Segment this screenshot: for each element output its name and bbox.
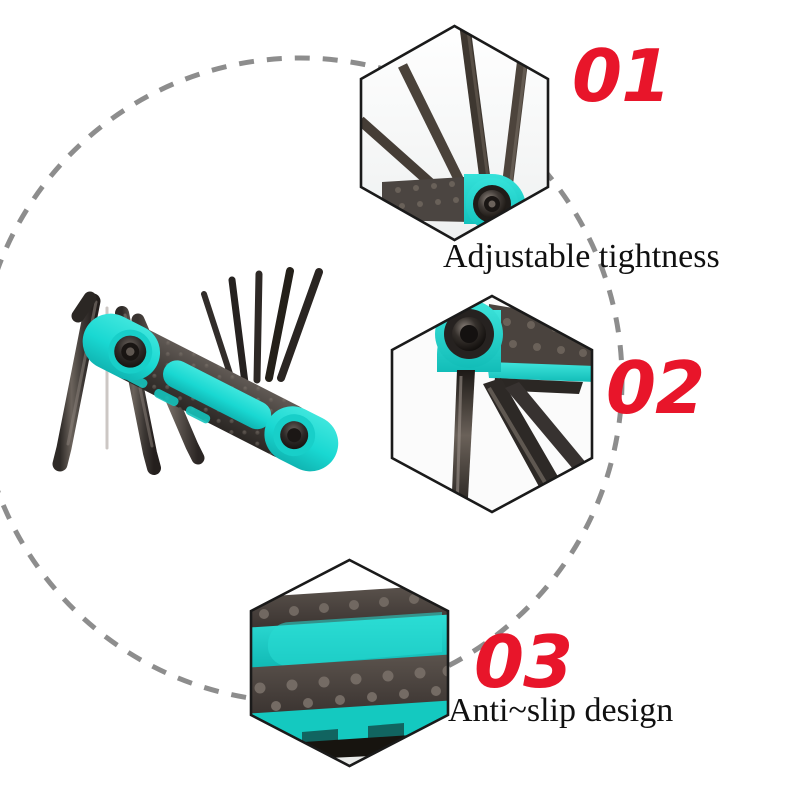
feature-hexagon-01 <box>352 22 557 244</box>
feature-number-01: 01 <box>572 34 671 118</box>
feature-hexagon-03 <box>242 556 457 770</box>
hero-product-image <box>52 267 339 477</box>
feature-caption-adjustable-tightness: Adjustable tightness <box>443 238 720 275</box>
feature-number-02: 02 <box>606 346 705 430</box>
feature-number-03: 03 <box>474 620 573 704</box>
feature-caption-anti-slip-design: Anti~slip design <box>448 692 674 729</box>
feature-hexagon-02 <box>383 292 601 516</box>
